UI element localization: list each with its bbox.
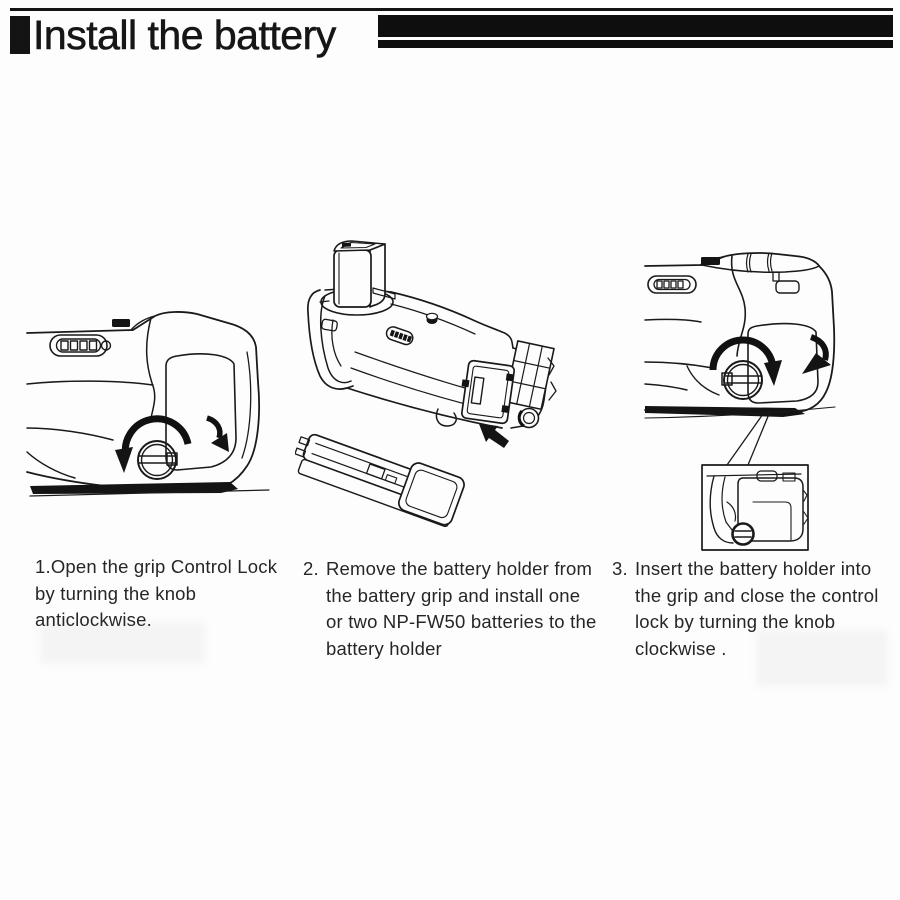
step-text: Open the grip Control Lock: [50, 556, 278, 577]
step-line: lock by turning the knob: [635, 611, 836, 632]
header-bar-thin: [378, 40, 893, 48]
step-line: 2. Remove the battery holder from: [303, 556, 596, 583]
holder-bay-grid: [504, 340, 555, 411]
faded-print-artifact: [756, 630, 888, 686]
step-line: the battery grip and install one: [326, 584, 581, 606]
step-line: anticlockwise.: [35, 609, 152, 630]
step-number: 3.: [612, 558, 628, 579]
header-decoration-bars: [378, 15, 893, 48]
step-line: or two NP-FW50 batteries to the: [326, 611, 597, 632]
figure-open-control-lock: [26, 311, 270, 497]
header-bar-thick: [378, 15, 893, 37]
step-line: the grip and close the control: [635, 584, 879, 606]
step-number: 2.: [303, 558, 319, 579]
step-1-instructions: 1.Open the grip Control Lock by turning …: [35, 554, 277, 634]
contact-port: [647, 275, 697, 294]
page-title: Install the battery: [33, 12, 337, 58]
step-line: by turning the knob: [35, 582, 197, 604]
step-2-instructions: 2. Remove the battery holder from the bat…: [303, 556, 596, 662]
step-3-instructions: 3. Insert the battery holder into the gri…: [612, 556, 879, 662]
step-line: clockwise .: [635, 637, 727, 659]
battery-grip-body: [307, 287, 550, 429]
lock-knob-small: [517, 407, 540, 429]
ground-shadow: [30, 482, 238, 494]
ground-shadow: [645, 406, 805, 417]
step-line: 3. Insert the battery holder into: [612, 556, 879, 583]
magnifier-leader-lines: [726, 413, 770, 466]
flip-close-arrow-icon: [802, 334, 831, 374]
control-lock-knob: [721, 360, 763, 400]
header-top-rule: [10, 8, 893, 11]
clockwise-rotation-arrow-icon: [709, 336, 782, 386]
contact-port: [49, 334, 112, 357]
battery-holder-tray: [295, 433, 465, 528]
ground-line: [29, 489, 270, 497]
np-fw50-battery: [333, 240, 386, 308]
step-line: 1.Open the grip Control Lock: [35, 554, 277, 581]
faded-print-artifact: [40, 622, 205, 664]
flip-open-arrow-icon: [206, 415, 229, 452]
inset-lock-screw: [731, 522, 755, 546]
ground-line: [644, 406, 836, 419]
inset-battery-holder: [737, 477, 804, 542]
battery-grip-outline: [644, 252, 836, 414]
grip-top-button: [701, 257, 720, 265]
strap-lug: [435, 408, 457, 427]
step-number: 1.: [35, 556, 51, 577]
page-header: Install the battery: [10, 12, 337, 58]
step-text: Remove the battery holder from: [326, 558, 593, 579]
figure-remove-battery-holder: [295, 240, 557, 528]
magnified-inset: [701, 464, 809, 551]
insert-direction-arrow-icon: [479, 424, 509, 448]
anticlockwise-rotation-arrow-icon: [115, 415, 192, 473]
grip-top-button: [112, 319, 130, 327]
step-text: Insert the battery holder into: [635, 558, 872, 579]
battery-holder-latch: [460, 359, 516, 425]
figure-close-control-lock: [644, 252, 836, 551]
contact-strip: [385, 326, 414, 346]
control-lock-knob: [137, 440, 178, 480]
step-line: battery holder: [326, 637, 442, 659]
title-lead-block: [10, 16, 30, 54]
